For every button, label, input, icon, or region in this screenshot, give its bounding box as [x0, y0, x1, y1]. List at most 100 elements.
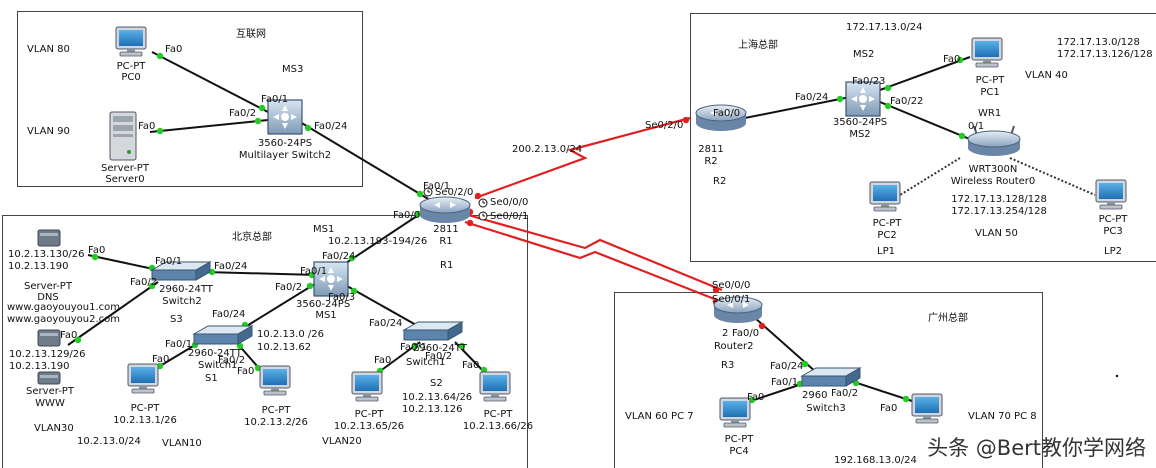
- serial-link-r1-router2-b: [464, 220, 723, 304]
- port-label: 0/1: [968, 121, 985, 132]
- port-label: Fa0/2: [229, 108, 257, 119]
- device-name-label: R2: [704, 156, 718, 167]
- watermark: 头条 @Bert教你学网络: [927, 436, 1146, 460]
- device-type-label: PC-PT: [116, 61, 146, 72]
- ip-label: 10.2.13.64/26: [402, 392, 473, 403]
- port-label: Se0/2/0: [435, 187, 474, 198]
- port-label: Fa0: [237, 366, 255, 377]
- port-dot: [884, 84, 892, 92]
- region-box-beijing: [2, 215, 528, 468]
- port-dot: [148, 282, 156, 290]
- network-label: 200.2.13.0/24: [512, 144, 583, 155]
- wireless-links: [899, 157, 1096, 196]
- ip-label: 10.2.13.190: [8, 261, 69, 272]
- vlan-label: VLAN20: [322, 436, 362, 447]
- network-label: 10.2.13.0/24: [77, 436, 141, 447]
- router-icon[interactable]: [713, 296, 763, 323]
- device-type-label: Server-PT: [24, 281, 72, 292]
- port-dot: [156, 127, 164, 135]
- pc-icon[interactable]: [259, 365, 291, 396]
- pc-icon[interactable]: [869, 181, 901, 212]
- device-tag-label: LP1: [877, 246, 895, 257]
- device-tag-label: S2: [430, 378, 443, 389]
- device-name-label: PC2: [877, 230, 897, 241]
- device-model-label: 3560-24PS: [296, 299, 351, 310]
- device-model-label: 3560-24PS: [832, 117, 888, 128]
- port-dot: [306, 282, 314, 290]
- device-model-label: 2960: [802, 390, 828, 401]
- url-label: www.gaoyouyou1.com: [7, 302, 121, 313]
- device-type-label: Server-PT: [101, 163, 149, 174]
- device-model-label: 2811: [433, 224, 459, 235]
- port-label: Se0/0/0: [490, 197, 529, 208]
- ip-label: 172.17.13.0/128: [1057, 37, 1140, 48]
- region-title-internet: 互联网: [236, 29, 266, 40]
- network-label: 10.2.13.193-194/26: [328, 236, 428, 247]
- device-name-label: MS1: [315, 310, 337, 321]
- region-title-shanghai: 上海总部: [738, 40, 778, 51]
- vlan-label: VLAN 90: [27, 126, 70, 137]
- device-type-label: PC-PT: [724, 434, 754, 445]
- link-ms2-wr1: [879, 101, 973, 141]
- port-dot: [682, 116, 690, 124]
- server-icon[interactable]: [37, 371, 61, 385]
- vlan-label: VLAN 60 PC 7: [625, 411, 694, 422]
- ip-label: 10.2.13.2/26: [244, 417, 308, 428]
- ip-label: 10.2.13.1/26: [113, 415, 177, 426]
- port-label: Fa0/0: [393, 210, 421, 221]
- pc-icon[interactable]: [1095, 179, 1127, 210]
- device-name-label: R1: [439, 236, 453, 247]
- network-label: 192.168.13.0/24: [834, 455, 917, 466]
- router-icon[interactable]: [419, 196, 471, 223]
- device-name-label: DNS: [37, 292, 59, 303]
- port-label: Fa0: [880, 403, 898, 414]
- device-name-label: Wireless Router0: [950, 176, 1036, 187]
- server-icon[interactable]: [37, 329, 61, 347]
- pc-icon[interactable]: [115, 26, 147, 57]
- port-dot: [416, 190, 424, 198]
- link-ms1-s1: [236, 281, 319, 333]
- pc-icon[interactable]: [351, 371, 383, 402]
- region-box-internet: [17, 11, 363, 187]
- region-title-beijing: 北京总部: [232, 232, 272, 243]
- pc-icon[interactable]: [911, 393, 943, 424]
- port-label: Fa0/24: [214, 261, 248, 272]
- pc-icon[interactable]: [127, 363, 159, 394]
- port-label: Fa0: [138, 121, 156, 132]
- pc-icon[interactable]: [719, 397, 751, 428]
- device-tag-label: MS1: [313, 224, 335, 235]
- switch-icon[interactable]: [402, 321, 464, 341]
- port-label: Fa0/1: [261, 94, 289, 105]
- pc-icon[interactable]: [479, 371, 511, 402]
- device-model-label: WRT300N: [968, 164, 1018, 175]
- device-name-label: PC1: [980, 87, 1000, 98]
- device-model-label: 2: [722, 328, 729, 339]
- port-dot: [836, 95, 844, 103]
- port-dot: [466, 219, 474, 227]
- port-dot: [350, 287, 358, 295]
- router-icon[interactable]: [695, 104, 747, 131]
- port-dot: [74, 336, 82, 344]
- port-label: Fa0/24: [795, 92, 829, 103]
- device-name-label: Switch2: [162, 296, 202, 307]
- server-icon[interactable]: [37, 229, 61, 247]
- port-label: Fa0/0: [732, 328, 760, 339]
- multilayer-switch-icon[interactable]: [845, 81, 881, 117]
- device-tag-label: R1: [440, 260, 454, 271]
- switch-icon[interactable]: [800, 367, 862, 387]
- device-tag-label: WR1: [978, 108, 1002, 119]
- ip-label: 10.2.13.126: [402, 404, 463, 415]
- switch-icon[interactable]: [150, 261, 212, 281]
- server-icon[interactable]: [109, 111, 137, 161]
- wireless-router-icon[interactable]: [967, 125, 1021, 156]
- port-label: Fa0/3: [328, 292, 356, 303]
- device-model-label: 3560-24PS: [257, 138, 313, 149]
- switch-icon[interactable]: [192, 325, 254, 345]
- multilayer-switch-icon[interactable]: [313, 261, 349, 297]
- port-label: Fa0/0: [713, 108, 741, 119]
- multilayer-switch-icon[interactable]: [267, 99, 303, 135]
- pc-icon[interactable]: [971, 37, 1003, 68]
- device-name-label: PC4: [729, 446, 749, 457]
- link-switch2-ms1: [204, 271, 319, 276]
